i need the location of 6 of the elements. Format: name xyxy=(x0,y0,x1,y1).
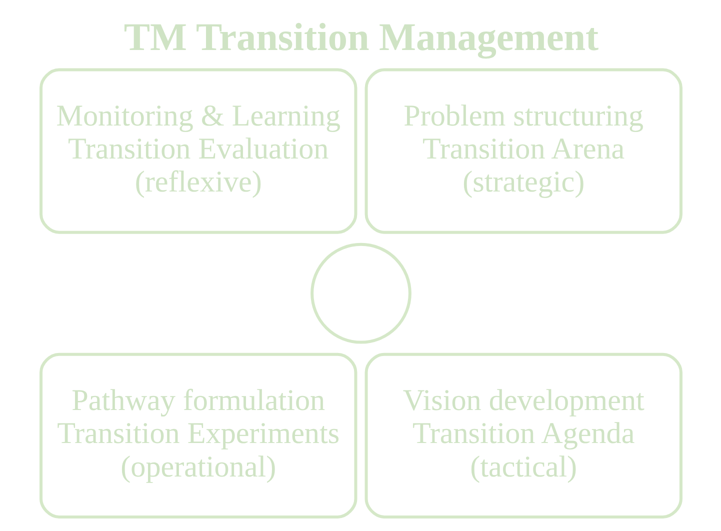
node-box: Problem structuring Transition Arena (strategic) xyxy=(364,68,682,234)
node-box: Vision development Transition Agenda (tactical) xyxy=(364,352,682,518)
node-circle xyxy=(310,242,411,344)
diagram-title: TM Transition Management xyxy=(123,16,598,59)
node-box: Pathway formulation Transition Experiments (operational) xyxy=(39,352,357,518)
node-box: Monitoring & Learning Transition Evaluation (reflexive) xyxy=(39,68,357,234)
